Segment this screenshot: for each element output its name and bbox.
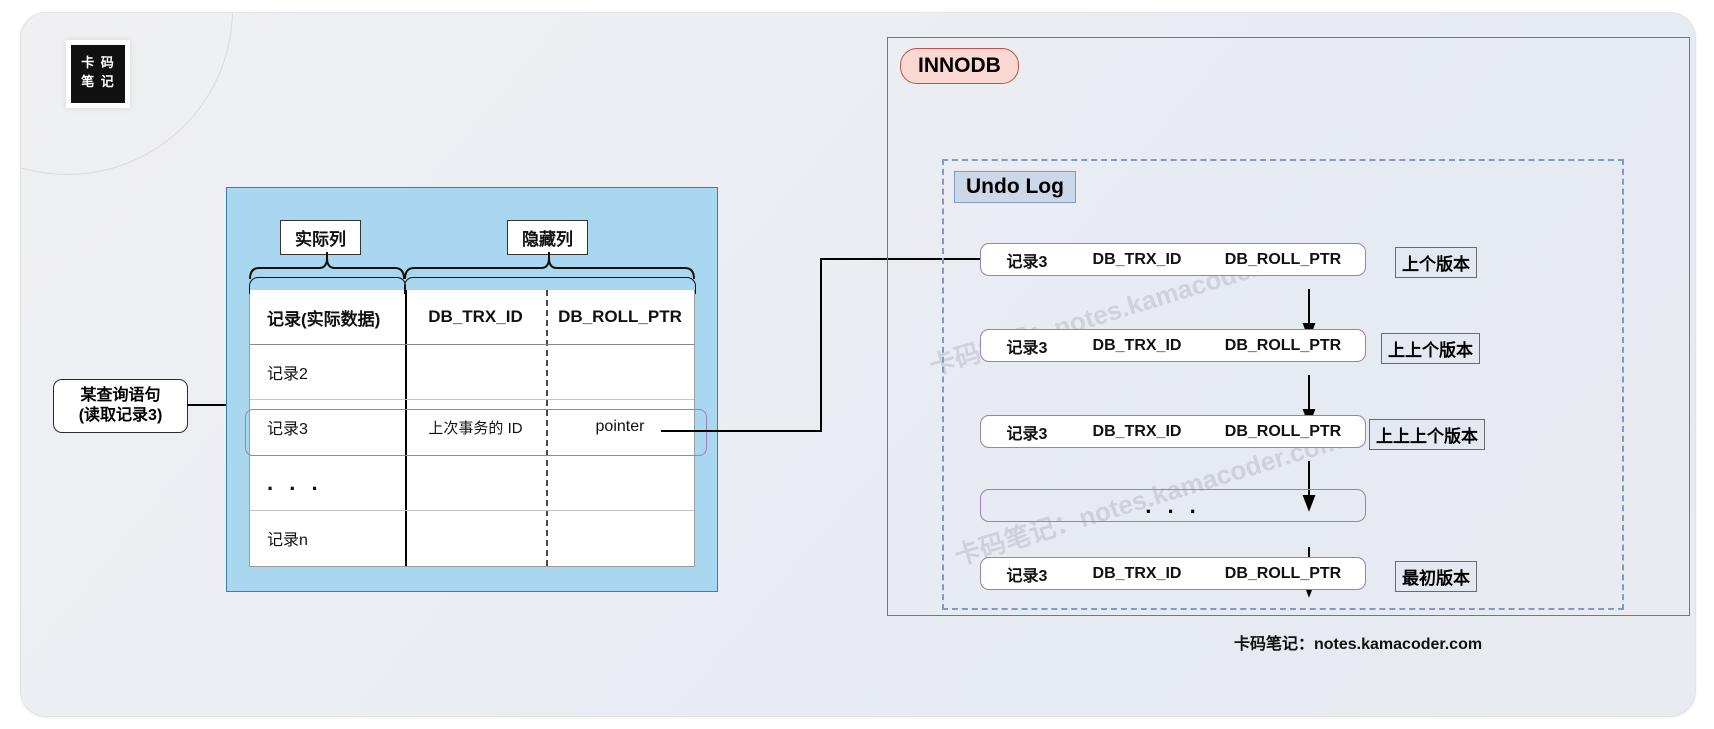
undo-log-row: . . . <box>980 489 1366 522</box>
version-label: 最初版本 <box>1395 561 1477 592</box>
query-statement-box: 某查询语句 (读取记录3) <box>53 379 188 433</box>
undo-roll-ptr: DB_ROLL_PTR <box>1224 422 1342 440</box>
table-header-row: 记录(实际数据) DB_TRX_ID DB_ROLL_PTR <box>250 290 694 346</box>
table-cap-hidden <box>404 277 696 294</box>
cell-roll-ptr: pointer <box>595 418 645 436</box>
undo-log-row: 记录3 DB_TRX_ID DB_ROLL_PTR <box>980 329 1366 362</box>
record-table: 记录(实际数据) DB_TRX_ID DB_ROLL_PTR 记录2 记录3 上… <box>249 290 695 567</box>
brand-logo: 卡 码 笔 记 <box>66 40 130 108</box>
table-row: 记录n <box>250 511 694 566</box>
undo-record-label: 记录3 <box>1006 339 1048 357</box>
undo-log-area <box>942 159 1624 610</box>
cell-record: 记录2 <box>267 366 308 384</box>
column-header-roll-ptr: DB_ROLL_PTR <box>558 307 682 327</box>
query-line-1: 某查询语句 <box>80 386 161 404</box>
logo-line-2: 笔 记 <box>81 75 115 90</box>
table-row: . . . <box>250 456 694 511</box>
undo-roll-ptr: DB_ROLL_PTR <box>1224 564 1342 582</box>
undo-roll-ptr: DB_ROLL_PTR <box>1224 336 1342 354</box>
undo-trx-id: DB_TRX_ID <box>1092 336 1182 354</box>
undo-roll-ptr: DB_ROLL_PTR <box>1224 250 1342 268</box>
undo-log-row: 记录3 DB_TRX_ID DB_ROLL_PTR <box>980 243 1366 276</box>
table-divider-dashed <box>546 290 548 566</box>
cell-trx-id: 上次事务的 ID <box>428 419 523 437</box>
cell-record: . . . <box>267 470 323 496</box>
innodb-badge: INNODB <box>900 48 1019 84</box>
column-header-record: 记录(实际数据) <box>267 309 381 329</box>
version-label: 上上上个版本 <box>1369 419 1485 450</box>
query-line-2: (读取记录3) <box>78 407 163 424</box>
version-label: 上上个版本 <box>1381 333 1480 364</box>
undo-chain-arrows <box>1302 289 1316 598</box>
table-row: 记录2 <box>250 345 694 401</box>
undo-record-label: 记录3 <box>1006 567 1048 585</box>
undo-record-label: . . . <box>1145 492 1201 518</box>
cell-record: 记录n <box>267 532 308 550</box>
outer-card: 卡码笔记：notes.kamacoder.com 卡码笔记 卡码笔记：notes… <box>20 12 1696 717</box>
table-cap-actual <box>249 277 406 294</box>
table-divider-solid <box>405 290 407 566</box>
label-actual-columns: 实际列 <box>280 220 361 255</box>
undo-log-title: Undo Log <box>954 171 1076 203</box>
table-row: 记录3 上次事务的 ID pointer <box>250 400 694 456</box>
brace-hidden-columns <box>404 252 695 280</box>
undo-log-row: 记录3 DB_TRX_ID DB_ROLL_PTR <box>980 415 1366 448</box>
undo-record-label: 记录3 <box>1006 425 1048 443</box>
logo-line-1: 卡 码 <box>81 56 115 72</box>
footer-credit: 卡码笔记：notes.kamacoder.com <box>1234 636 1483 653</box>
undo-trx-id: DB_TRX_ID <box>1092 250 1182 268</box>
undo-record-label: 记录3 <box>1006 253 1048 271</box>
innodb-panel <box>887 37 1690 616</box>
undo-trx-id: DB_TRX_ID <box>1092 422 1182 440</box>
version-label: 上个版本 <box>1395 247 1477 278</box>
undo-log-row: 记录3 DB_TRX_ID DB_ROLL_PTR <box>980 557 1366 590</box>
cell-record: 记录3 <box>267 421 308 439</box>
column-header-trx-id: DB_TRX_ID <box>428 307 523 327</box>
brace-actual-columns <box>249 252 405 280</box>
undo-trx-id: DB_TRX_ID <box>1092 564 1182 582</box>
label-hidden-columns: 隐藏列 <box>507 220 588 255</box>
